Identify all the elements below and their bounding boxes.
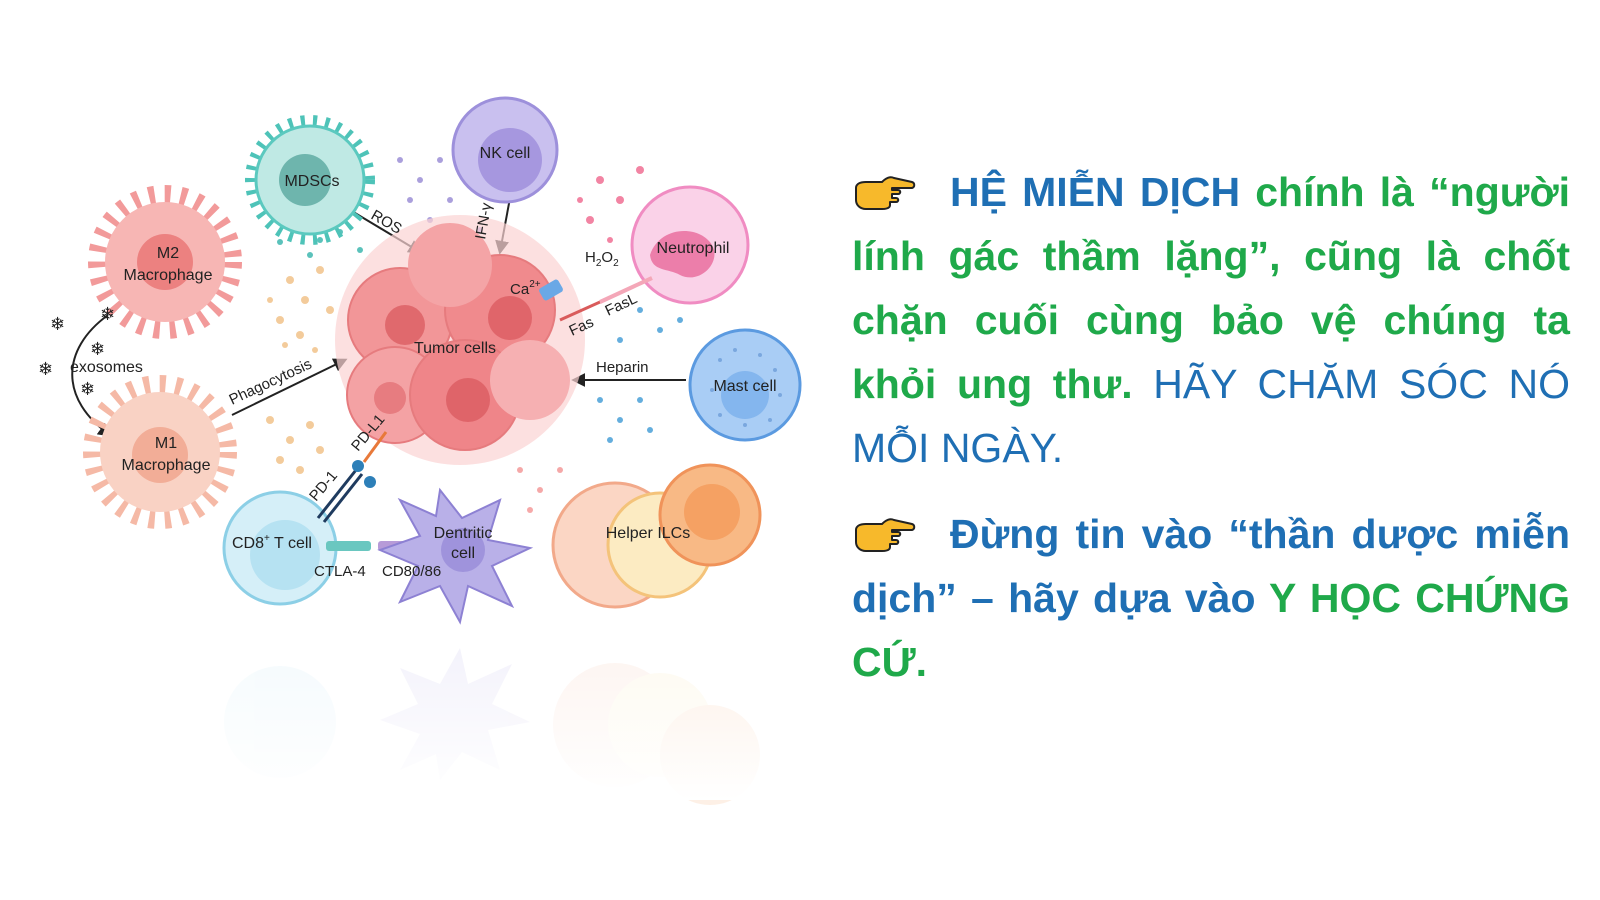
message-paragraph-1: HỆ MIỄN DỊCH chính là “người lính gác th… bbox=[852, 160, 1570, 480]
cd80-86-label: CD80/86 bbox=[382, 563, 441, 580]
heparin-label: Heparin bbox=[596, 359, 649, 376]
message-panel: HỆ MIỄN DỊCH chính là “người lính gác th… bbox=[852, 160, 1570, 716]
h2o2-label: H2O2 bbox=[585, 249, 619, 269]
dendritic-label-line2: cell bbox=[451, 545, 475, 562]
ifn-gamma-label: IFN-γ bbox=[472, 201, 495, 241]
fasl-label: FasL bbox=[603, 290, 640, 320]
mast-cell-label: Mast cell bbox=[713, 378, 776, 395]
m2-label-line2: Macrophage bbox=[124, 267, 213, 284]
cd8-label: CD8+ T cell bbox=[232, 533, 312, 552]
evidence-based-medicine: Y HỌC CHỨNG CỨ. bbox=[852, 575, 1570, 685]
exosomes-label: exosomes bbox=[70, 359, 143, 376]
dendritic-label-line1: Dentritic bbox=[434, 525, 493, 542]
nk-cell-label: NK cell bbox=[480, 145, 531, 162]
pointing-hand-icon bbox=[855, 176, 916, 210]
svg-text:❄: ❄ bbox=[100, 304, 115, 324]
nk-cell: NK cell bbox=[451, 96, 559, 204]
svg-text:❄: ❄ bbox=[90, 339, 105, 359]
tumor-immune-diagram: MDSCs NK cell Neutrophil M2 Macrophage M… bbox=[0, 96, 840, 805]
miracle-drug-warning: Đừng tin vào “thần dược miễn dịch” – hãy… bbox=[852, 511, 1570, 621]
message-paragraph-2: Đừng tin vào “thần dược miễn dịch” – hãy… bbox=[852, 502, 1570, 694]
pointing-hand-icon bbox=[855, 518, 916, 552]
guard-message: chính là “người lính gác thầm lặng”, cũn… bbox=[852, 169, 1570, 407]
helper-ilcs-label: Helper ILCs bbox=[606, 525, 690, 542]
ctla4-label: CTLA-4 bbox=[314, 563, 366, 580]
dendritic-cell: Dentritic cell bbox=[377, 487, 534, 625]
mast-cell: Mast cell bbox=[688, 328, 802, 442]
svg-text:❄: ❄ bbox=[80, 379, 95, 399]
tumor-cells-label: Tumor cells bbox=[414, 340, 496, 357]
pd1-label: PD-1 bbox=[306, 467, 341, 504]
m2-macrophage-cell: M2 Macrophage bbox=[88, 185, 242, 339]
helper-ilc-cells: Helper ILCs bbox=[551, 463, 762, 609]
svg-text:❄: ❄ bbox=[50, 314, 65, 334]
neutrophil-cell: Neutrophil bbox=[630, 185, 750, 305]
m1-label-line1: M1 bbox=[155, 435, 177, 452]
exosome-icons: ❄ ❄ ❄ ❄ ❄ bbox=[38, 304, 115, 399]
fas-receptor bbox=[539, 276, 653, 322]
pd1-pdl1-checkpoint bbox=[316, 431, 388, 523]
m2-label-line1: M2 bbox=[157, 245, 179, 262]
mdsc-cell: MDSCs bbox=[245, 115, 375, 245]
svg-text:❄: ❄ bbox=[38, 359, 53, 379]
neutrophil-label: Neutrophil bbox=[657, 240, 730, 257]
tumor-cluster: Tumor cells bbox=[335, 215, 585, 465]
cd8-t-cell: CD8+ T cell bbox=[222, 490, 338, 606]
mdscs-label: MDSCs bbox=[284, 173, 339, 190]
calcium-label: Ca2+ bbox=[510, 279, 541, 298]
immune-system-heading: HỆ MIỄN DỊCH bbox=[950, 169, 1241, 215]
m1-label-line2: Macrophage bbox=[122, 457, 211, 474]
m1-macrophage-cell: M1 Macrophage bbox=[83, 375, 237, 529]
care-call-to-action: HÃY CHĂM SÓC NÓ MỖI NGÀY. bbox=[852, 361, 1570, 471]
